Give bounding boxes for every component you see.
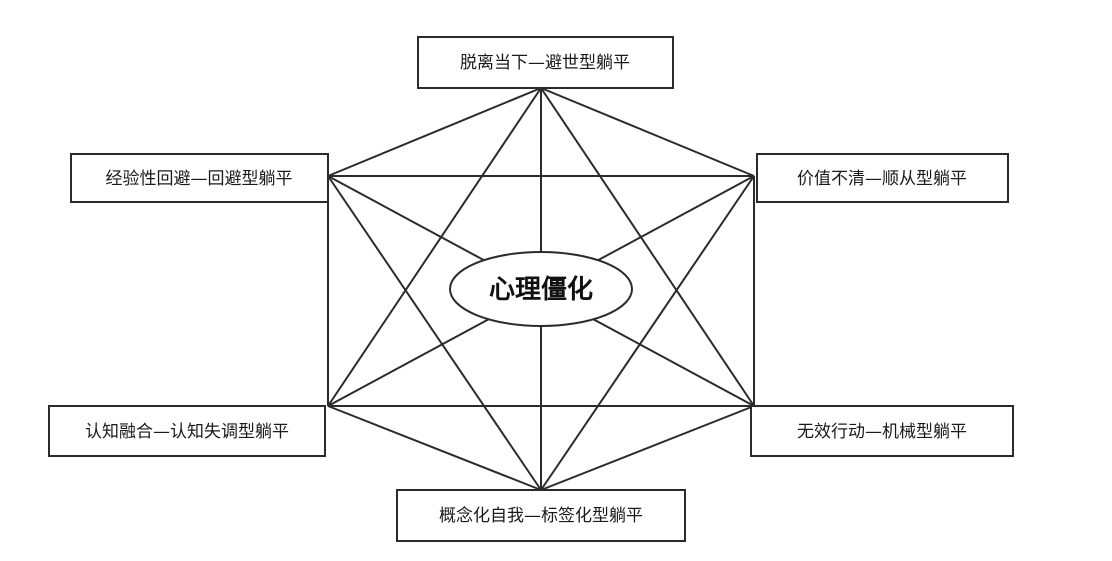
node-lower-right: 无效行动—机械型躺平: [750, 405, 1014, 457]
edge-top-upper-left: [327, 87, 542, 177]
node-upper-right-label: 价值不清—顺从型躺平: [797, 169, 967, 189]
edge-lower-left-bottom: [327, 405, 542, 491]
node-lower-left: 认知融合—认知失调型躺平: [48, 405, 326, 457]
node-upper-left: 经验性回避—回避型躺平: [70, 153, 329, 203]
edge-lower-right-bottom: [540, 405, 755, 491]
node-bottom-label: 概念化自我—标签化型躺平: [439, 505, 643, 526]
edge-top-lower-left: [327, 87, 542, 407]
node-top: 脱离当下—避世型躺平: [417, 36, 674, 89]
center-node: 心理僵化: [449, 251, 633, 327]
node-lower-left-label: 认知融合—认知失调型躺平: [85, 422, 289, 442]
node-upper-left-label: 经验性回避—回避型躺平: [106, 169, 293, 189]
edge-bottom-upper-left: [327, 175, 542, 491]
edge-top-lower-right: [540, 87, 755, 407]
node-upper-right: 价值不清—顺从型躺平: [756, 153, 1009, 203]
node-lower-right-label: 无效行动—机械型躺平: [797, 422, 967, 442]
center-label: 心理僵化: [489, 275, 593, 305]
edge-top-upper-right: [540, 87, 755, 177]
edge-bottom-upper-right: [540, 175, 755, 491]
node-bottom: 概念化自我—标签化型躺平: [396, 489, 686, 542]
node-top-label: 脱离当下—避世型躺平: [460, 53, 630, 73]
